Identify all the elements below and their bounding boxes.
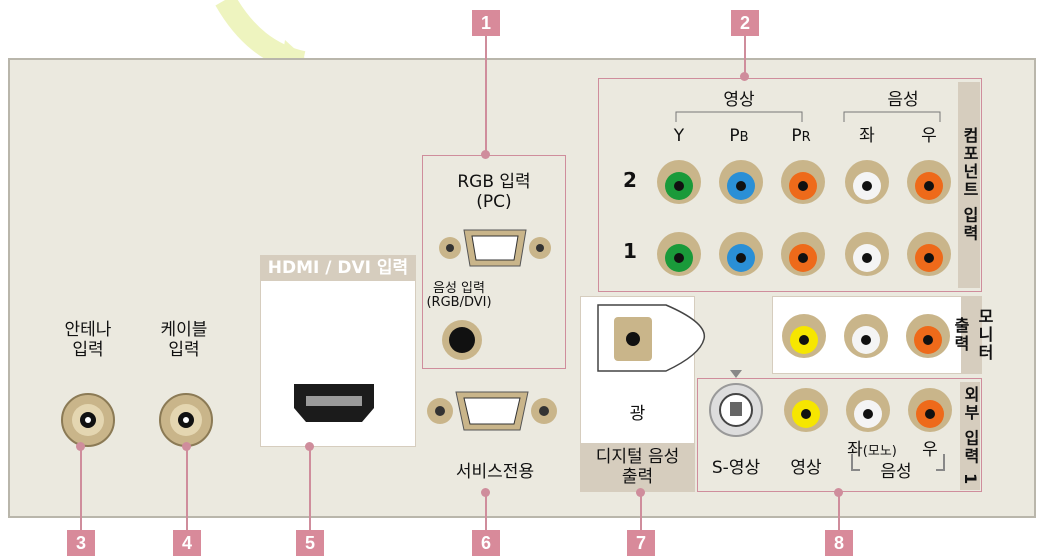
label-left: 좌 [859, 126, 875, 146]
jack-l-1 [845, 232, 889, 276]
jack-y-1 [657, 232, 701, 276]
row-1-label: 1 [623, 239, 637, 263]
hdmi-port[interactable] [292, 382, 376, 424]
ext-right-jack [908, 388, 952, 432]
row-2-label: 2 [623, 168, 637, 192]
service-port[interactable] [424, 386, 560, 436]
callout-1: 1 [472, 10, 500, 36]
label-pr: PR [791, 126, 811, 146]
jack-pr-1 [781, 232, 825, 276]
callout-2: 2 [731, 10, 759, 36]
audio-bracket [851, 454, 945, 471]
component-jacks [657, 160, 951, 276]
service-label: 서비스전용 [455, 462, 535, 482]
s-video-jack [709, 383, 763, 437]
ext-video-jack [784, 388, 828, 432]
antenna-label: 안테나 입력 [64, 320, 112, 360]
jack-pb-1 [719, 232, 763, 276]
group-brackets [675, 111, 941, 122]
audio-in-port[interactable] [440, 318, 484, 362]
rgb-title: RGB 입력 (PC) [457, 172, 531, 212]
video-group-label: 영상 [723, 90, 755, 110]
ext-left-jack [846, 388, 890, 432]
ext-right-label: 우 [922, 440, 938, 460]
callout-7: 7 [627, 530, 655, 556]
cable-port[interactable] [158, 392, 214, 448]
rgb-frame [422, 155, 566, 369]
optical-label: 광 [629, 404, 646, 424]
hdmi-header: HDMI / DVI 입력 [260, 255, 416, 281]
jack-pb-2 [719, 160, 763, 204]
rgb-port[interactable] [436, 224, 554, 272]
ext-audio-group-label: 음성 [880, 462, 912, 482]
audio-group-label: 음성 [887, 90, 919, 110]
component-frame [598, 78, 982, 292]
monitor-video-jack [782, 314, 826, 358]
monitor-out-jacks [782, 314, 950, 358]
label-y: Y [673, 126, 685, 146]
video-label: 영상 [790, 458, 822, 478]
label-right: 우 [921, 126, 937, 146]
jack-l-2 [845, 160, 889, 204]
callout-4: 4 [173, 530, 201, 556]
monitor-left-jack [844, 314, 888, 358]
optical-port[interactable] [596, 303, 711, 373]
callout-5: 5 [296, 530, 324, 556]
monitor-right-jack [906, 314, 950, 358]
antenna-port[interactable] [60, 392, 116, 448]
audio-in-label: 음성 입력 (RGB/DVI) [426, 281, 492, 310]
ext-input-side-label: 외부 입력 1 [960, 382, 980, 490]
label-pb: PB [729, 126, 749, 146]
jack-r-2 [907, 160, 951, 204]
callout-3: 3 [67, 530, 95, 556]
s-video-label: S-영상 [711, 458, 761, 478]
monitor-out-label: 모니터 출력 [951, 296, 994, 374]
jack-r-1 [907, 232, 951, 276]
cable-label: 케이블 입력 [160, 320, 208, 360]
callout-6: 6 [472, 530, 500, 556]
component-side-label: 컴포넌트 입력 [958, 82, 980, 288]
jack-y-2 [657, 160, 701, 204]
callout-8: 8 [825, 530, 853, 556]
back-panel [8, 58, 1036, 518]
digital-audio-label: 디지털 음성 출력 [580, 443, 695, 492]
jack-pr-2 [781, 160, 825, 204]
ext-input-jacks [709, 370, 952, 437]
